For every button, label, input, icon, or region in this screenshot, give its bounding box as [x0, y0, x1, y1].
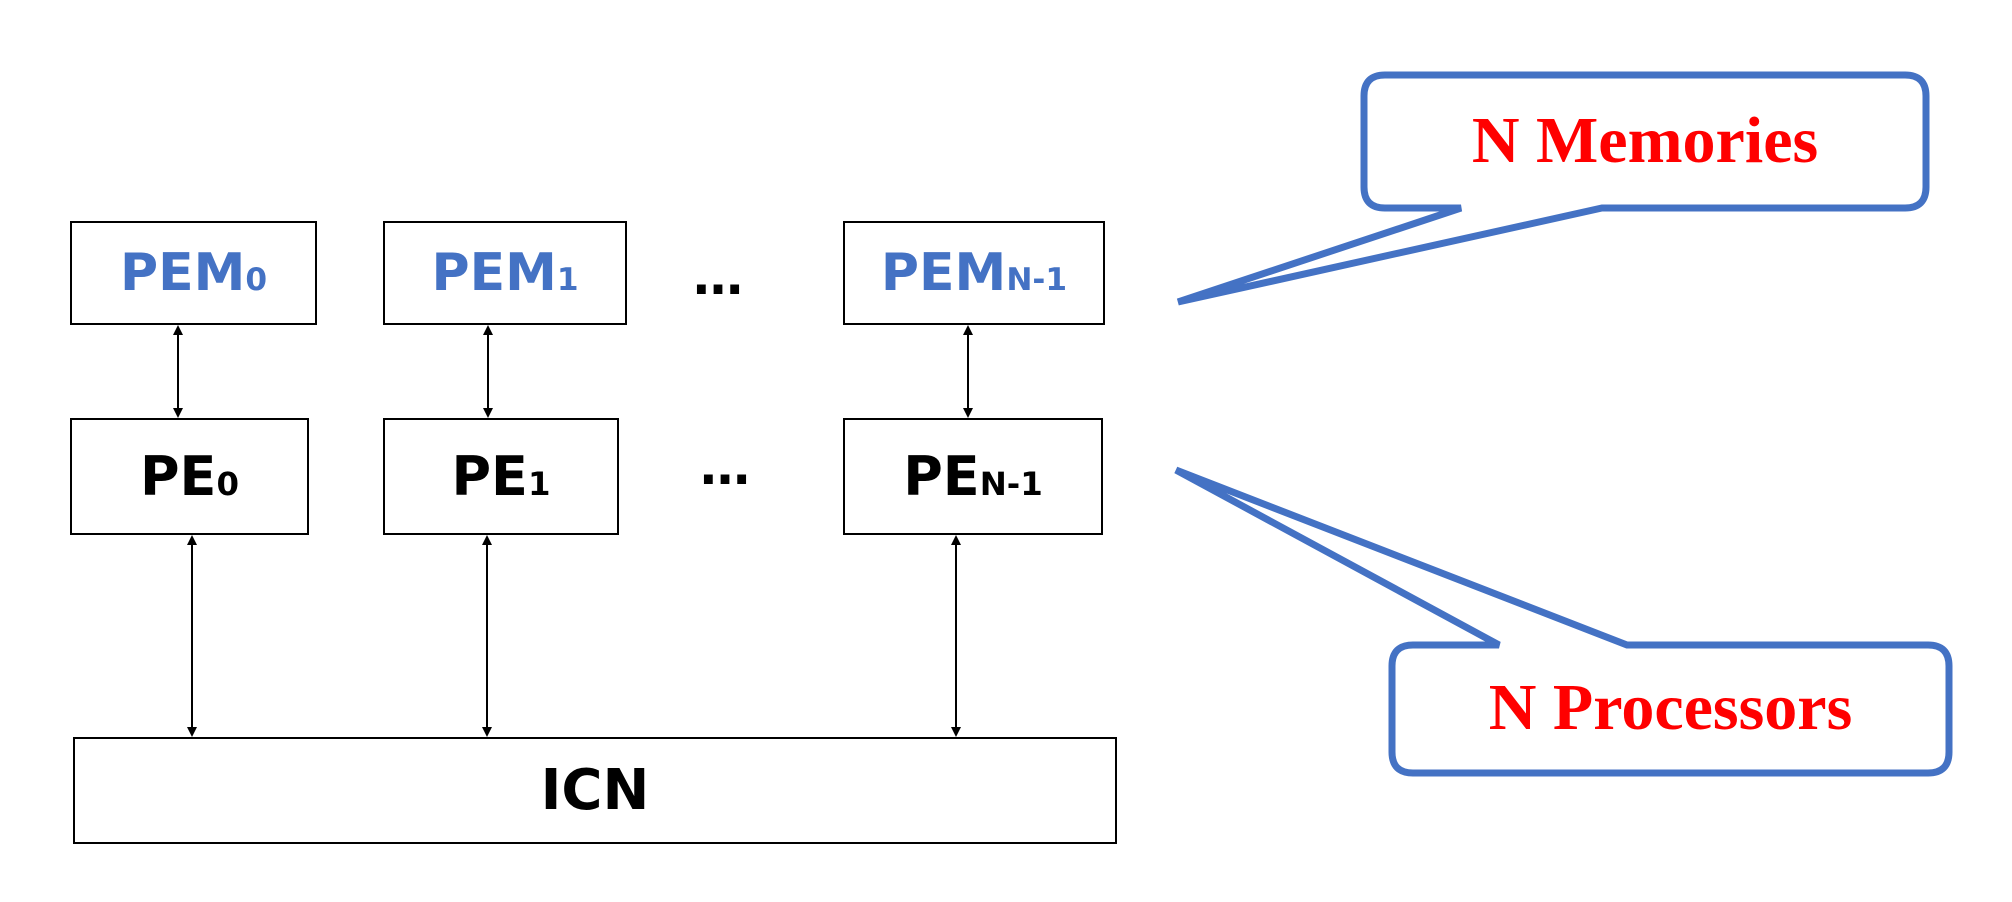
- callout-processors-shape: [1174, 466, 1953, 777]
- pem-1-label: PEM: [431, 243, 557, 303]
- pem-n-1-subscript: N-1: [1006, 261, 1068, 298]
- pe-n-1-subscript: N-1: [979, 464, 1043, 503]
- pem-0-label: PEM: [119, 243, 246, 303]
- icn-label: ICN: [540, 758, 650, 823]
- callout-processors-text: N Processors: [1488, 671, 1853, 744]
- pe-0-subscript: 0: [216, 464, 239, 503]
- pe-1-subscript: 1: [527, 464, 551, 503]
- icn-box: ICN: [73, 737, 1117, 844]
- pem-ellipsis: …: [693, 248, 743, 306]
- pem-n-1-label: PEM: [880, 243, 1007, 303]
- pem-0-subscript: 0: [245, 261, 268, 298]
- pe-n-1-label: PE: [903, 445, 980, 508]
- pe-0-label: PE: [139, 445, 217, 508]
- pem-1-subscript: 1: [556, 261, 579, 298]
- callout-memories-text: N Memories: [1471, 104, 1819, 177]
- pe-ellipsis: …: [700, 438, 750, 496]
- callout-memories-shape: [1176, 71, 1930, 306]
- pe-1-label: PE: [451, 445, 528, 508]
